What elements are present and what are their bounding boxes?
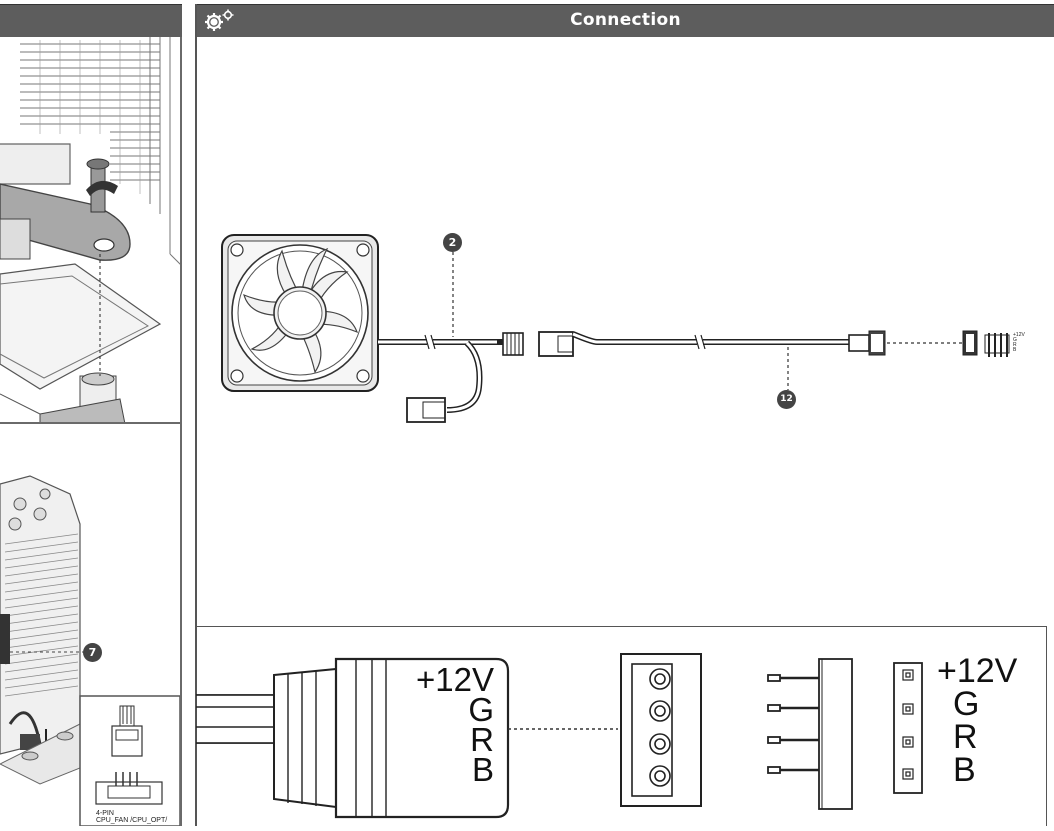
left-top-illustration-panel (0, 4, 182, 424)
header-small-label-b: B (1013, 347, 1017, 353)
left-bottom-illustration-panel: 4-PIN CPU_FAN /CPU_OPT/ 7 (0, 424, 182, 826)
pinout-detail-box: +12V G R B +12V G R B (195, 626, 1047, 826)
header-small-label: +12V G R B (1013, 333, 1025, 353)
pinout-detail-diagram (195, 653, 923, 819)
extension-cable (538, 330, 886, 357)
fan-rgb-connector (502, 332, 524, 356)
header-small-label-g: G (1013, 337, 1017, 343)
panel-title: Connection (570, 10, 681, 30)
connection-header-bar: Connection (197, 4, 1054, 37)
left-panel-header-bar (0, 4, 182, 37)
header-pin-labels: +12V G R B (937, 652, 1018, 789)
fan-header-label: 4-PIN CPU_FAN /CPU_OPT/ (96, 810, 167, 824)
fan-header-label-pin-count: 4-PIN (96, 810, 114, 817)
heatsink-mounting-illustration (0, 33, 180, 422)
fan-header-label-header-names: CPU_FAN /CPU_OPT/ (96, 817, 168, 824)
header-small-label-r: R (1013, 342, 1017, 348)
plug-pin-12v: +12V (416, 661, 494, 698)
callout-12: 12 (777, 390, 796, 409)
wiring-diagram (221, 234, 1010, 423)
callout-7: 7 (83, 643, 102, 662)
callout-2: 2 (443, 233, 462, 252)
header-small-label-12v: +12V (1013, 332, 1025, 338)
header-pin-12v: +12V (937, 652, 1018, 690)
header-pin-g: G (953, 685, 980, 723)
plug-pin-r: R (470, 721, 494, 758)
plug-pin-labels: +12V G R B (406, 661, 494, 788)
fan-illustration (221, 234, 379, 392)
plug-pin-g: G (468, 691, 494, 728)
motherboard-rgb-header (962, 330, 1010, 357)
plug-pin-b: B (471, 751, 494, 788)
gears-icon (205, 9, 234, 31)
connection-panel: Connection (195, 4, 1054, 826)
cooler-fan-header-illustration (0, 475, 180, 826)
fan-cable (378, 334, 503, 413)
fan-power-connector (406, 397, 446, 423)
header-pin-r: R (953, 718, 978, 756)
header-pin-b: B (953, 751, 976, 789)
